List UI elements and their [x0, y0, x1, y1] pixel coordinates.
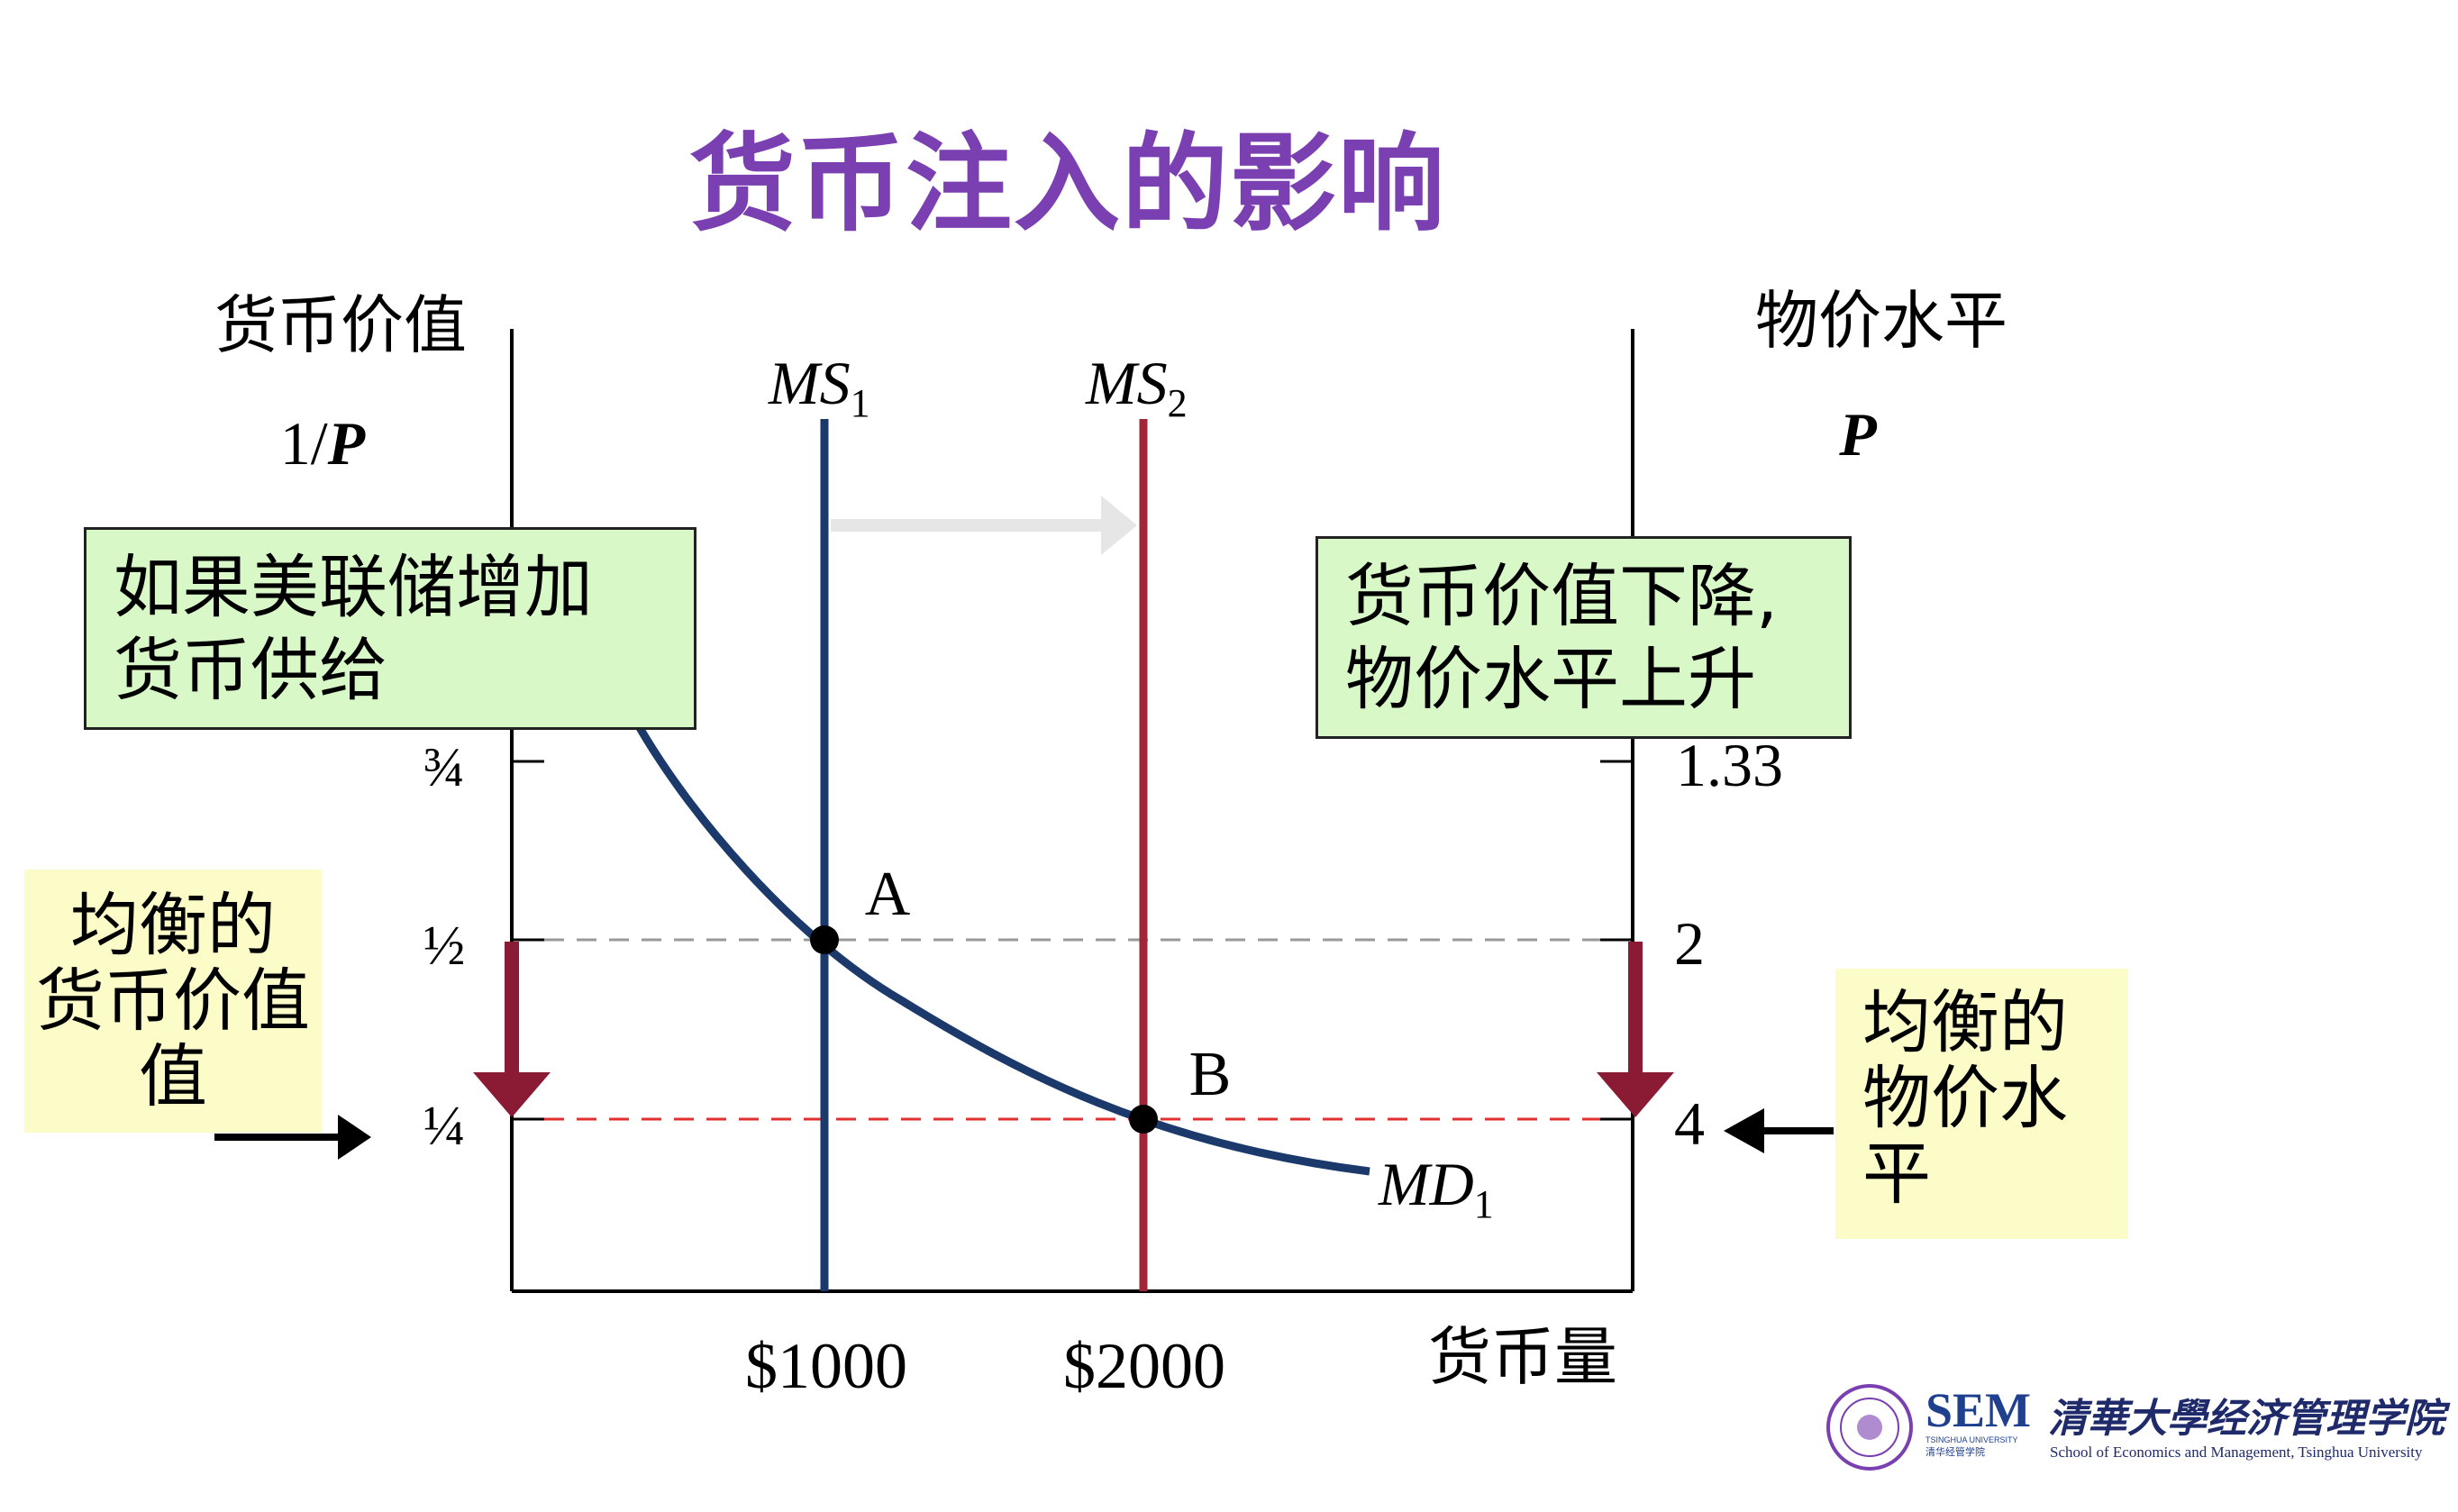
equilibrium-value-note: 均衡的 货币价值 值: [24, 870, 322, 1133]
left-down-arrow-head: [473, 1072, 551, 1117]
ms2-label-sub: 2: [1168, 381, 1188, 425]
x-axis-title: 货币量: [1428, 1320, 1617, 1394]
slide-title: 货币注入的影响: [688, 122, 1446, 246]
left-pointer-arrow-head: [338, 1115, 371, 1160]
left-tick-label-1-2: ½: [423, 915, 466, 977]
school-name-cn: 清華大學经济管理学院: [2048, 1396, 2444, 1442]
equilibrium-value-line-2: 货币价值: [36, 961, 310, 1041]
right-tick-label-1-33: 1.33: [1676, 731, 1783, 799]
money-demand-curve: [627, 709, 1370, 1176]
left-tick-label-1-4: ¼: [423, 1096, 466, 1157]
ms2-label-main: MS: [1085, 349, 1168, 417]
right-pointer-arrow-head: [1724, 1108, 1764, 1153]
point-b-label: B: [1189, 1040, 1232, 1109]
equilibrium-point-a: [810, 925, 839, 954]
right-axis-title: 物价水平: [1755, 284, 2007, 358]
left-tick-label-3-4: ¾: [423, 737, 466, 798]
fed-callout-line-1: 如果美联储增加: [114, 547, 593, 627]
sem-text: SEM: [1925, 1383, 2032, 1437]
md1-label-sub: 1: [1474, 1182, 1494, 1226]
school-name-en: School of Economics and Management, Tsin…: [2050, 1444, 2423, 1461]
equilibrium-price-note: 均衡的 物价水 平: [1835, 969, 2128, 1239]
equilibrium-point-b: [1129, 1105, 1158, 1134]
right-axis-symbol: P: [1838, 400, 1877, 469]
right-tick-label-4: 4: [1674, 1089, 1705, 1158]
left-axis-symbol-var: P: [327, 409, 366, 478]
point-a-label: A: [865, 860, 911, 929]
sem-mark: SEM TSINGHUA UNIVERSITY 清华经管学院: [1925, 1386, 2043, 1460]
left-axis-title: 货币价值: [214, 288, 467, 362]
fed-callout-line-2: 货币供给: [114, 630, 387, 710]
effect-callout-line-1: 货币价值下降,: [1345, 556, 1779, 636]
ms1-label-main: MS: [768, 349, 851, 417]
equilibrium-price-line-2: 物价水: [1862, 1058, 2068, 1138]
tsinghua-seal-icon: [1826, 1384, 1913, 1471]
sem-sub-1: TSINGHUA UNIVERSITY: [1925, 1435, 2018, 1444]
supply-shift-arrow-head: [1101, 496, 1137, 555]
sem-sub-2: 清华经管学院: [1925, 1446, 1985, 1458]
right-down-arrow-head: [1597, 1072, 1674, 1117]
left-axis-symbol: 1/P: [280, 409, 366, 478]
md1-label: MD1: [1378, 1150, 1494, 1226]
effect-callout-line-2: 物价水平上升: [1345, 639, 1756, 719]
md1-label-main: MD: [1378, 1150, 1474, 1218]
equilibrium-value-line-1: 均衡的: [70, 885, 276, 965]
ms2-label: MS2: [1085, 349, 1188, 425]
equilibrium-value-line-3: 值: [139, 1036, 207, 1116]
school-logo: SEM TSINGHUA UNIVERSITY 清华经管学院 清華大學经济管理学…: [1825, 1379, 2455, 1478]
fed-callout-box: 如果美联储增加 货币供给: [84, 527, 696, 730]
left-axis-symbol-prefix: 1/: [280, 409, 328, 478]
x-tick-label-2000: $2000: [1063, 1330, 1225, 1402]
ms1-label-sub: 1: [851, 381, 870, 425]
ms1-label: MS1: [768, 349, 870, 425]
x-tick-label-1000: $1000: [745, 1330, 907, 1402]
equilibrium-price-line-3: 平: [1862, 1134, 1931, 1214]
effect-callout-box: 货币价值下降, 物价水平上升: [1315, 536, 1852, 739]
equilibrium-price-line-1: 均衡的: [1862, 982, 2068, 1062]
right-tick-label-2: 2: [1674, 909, 1705, 978]
